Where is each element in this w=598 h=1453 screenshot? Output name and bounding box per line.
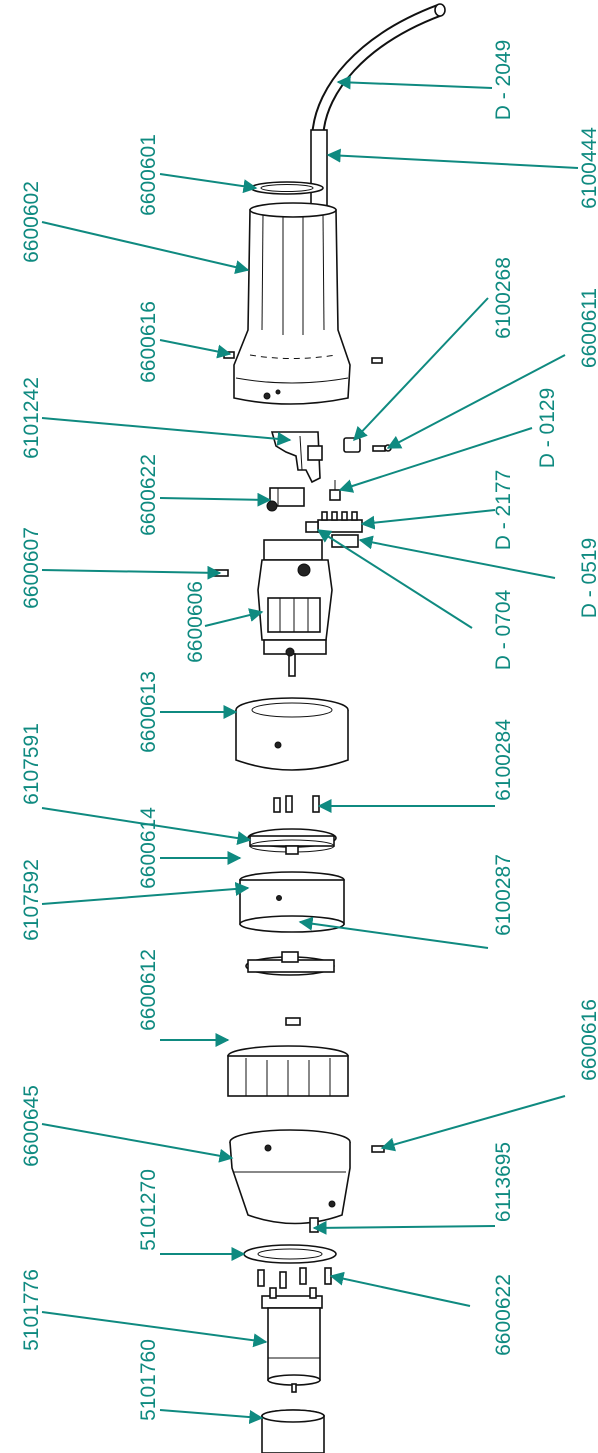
cable-end (434, 3, 446, 17)
leader-6600611 (386, 354, 566, 449)
base-screws (257, 1267, 332, 1289)
label-6100444: 6100444 (578, 127, 598, 209)
label-6600602: 6600602 (20, 181, 43, 263)
label-5101270: 5101270 (137, 1169, 160, 1251)
leader-6100268 (353, 297, 489, 442)
leader-d0519 (358, 535, 556, 579)
label-6600645: 6600645 (20, 1085, 43, 1167)
strainer-nut (227, 1045, 349, 1097)
label-6600616a: 6600616 (137, 301, 160, 383)
label-6101242: 6101242 (20, 377, 43, 459)
leader-6107592 (41, 881, 250, 905)
upper-housing (233, 202, 351, 405)
label-6100284: 6100284 (492, 719, 515, 801)
label-d2049: D - 2049 (492, 40, 515, 121)
leader-6100444 (326, 148, 579, 169)
leader-lines (41, 75, 579, 1424)
label-6600616b: 6600616 (578, 999, 598, 1081)
label-6100287: 6100287 (492, 854, 515, 936)
motor-assembly (257, 539, 333, 677)
float-switch-tube (261, 1287, 323, 1393)
leader-d0704 (316, 529, 473, 629)
label-6600613: 6600613 (137, 671, 160, 753)
power-cable (311, 3, 443, 133)
label-6107591: 6107591 (20, 723, 43, 805)
small-screw (329, 480, 341, 501)
label-6600614: 6600614 (137, 807, 160, 889)
label-6600622b: 6600622 (492, 1274, 515, 1356)
gland-washer-inner (260, 184, 314, 192)
parts-drawing (213, 3, 446, 1453)
impeller-screw (285, 1017, 301, 1026)
switch-body (266, 487, 305, 512)
power-cable-inner (313, 5, 442, 133)
label-6600601: 6600601 (137, 134, 160, 216)
part-labels: D - 2049 6100444 6600601 6600602 6100268… (20, 40, 598, 1421)
label-5101776: 5101776 (20, 1269, 43, 1351)
leader-6600622a (159, 492, 272, 507)
leader-6600616b (380, 1095, 566, 1152)
leader-6600645 (41, 1123, 234, 1163)
label-6113695: 6113695 (492, 1142, 515, 1222)
bearing (305, 521, 319, 533)
leader-6107591 (41, 807, 252, 846)
diffuser-ring (239, 871, 345, 933)
label-6600611: 6600611 (578, 288, 598, 368)
leader-d0129 (338, 427, 533, 493)
cable-sleeve (310, 129, 328, 211)
label-6600612: 6600612 (137, 949, 160, 1031)
cover-screws (273, 795, 320, 813)
leader-5101760 (159, 1409, 264, 1424)
label-d0519: D - 0519 (578, 538, 598, 619)
gland-washer (250, 181, 324, 195)
upper-impeller (247, 828, 337, 855)
leader-d2177 (360, 509, 496, 530)
leader-6101242 (41, 417, 292, 446)
seal-ring (243, 1244, 337, 1264)
label-6107592: 6107592 (20, 859, 43, 941)
lower-housing (229, 1129, 351, 1233)
leader-6600607 (41, 565, 222, 580)
leader-6113695 (312, 1220, 496, 1235)
label-d0129: D - 0129 (536, 388, 559, 469)
housing-screw (371, 357, 383, 364)
cable-clamp (343, 437, 361, 453)
label-5101760: 5101760 (137, 1339, 160, 1421)
lower-impeller (245, 951, 335, 976)
leader-6600606 (204, 608, 264, 627)
leader-6600602 (41, 221, 250, 274)
leader-6600601 (159, 173, 258, 194)
label-d2177: D - 2177 (492, 470, 515, 551)
leader-d2049 (336, 75, 493, 90)
label-6600606: 6600606 (184, 581, 207, 663)
side-screw-bottom (371, 1145, 385, 1153)
label-d0704: D - 0704 (492, 589, 515, 670)
label-6600622a: 6600622 (137, 454, 160, 536)
terminal-block (317, 511, 363, 533)
outlet-pipe (261, 1409, 325, 1453)
motor-cover (235, 697, 349, 771)
leader-5101776 (41, 1311, 268, 1348)
leader-6600622b (329, 1271, 471, 1307)
leader-6600616a (159, 339, 232, 359)
leader-6100287 (298, 916, 489, 949)
label-6600607: 6600607 (20, 527, 43, 609)
label-6100268: 6100268 (492, 257, 515, 339)
